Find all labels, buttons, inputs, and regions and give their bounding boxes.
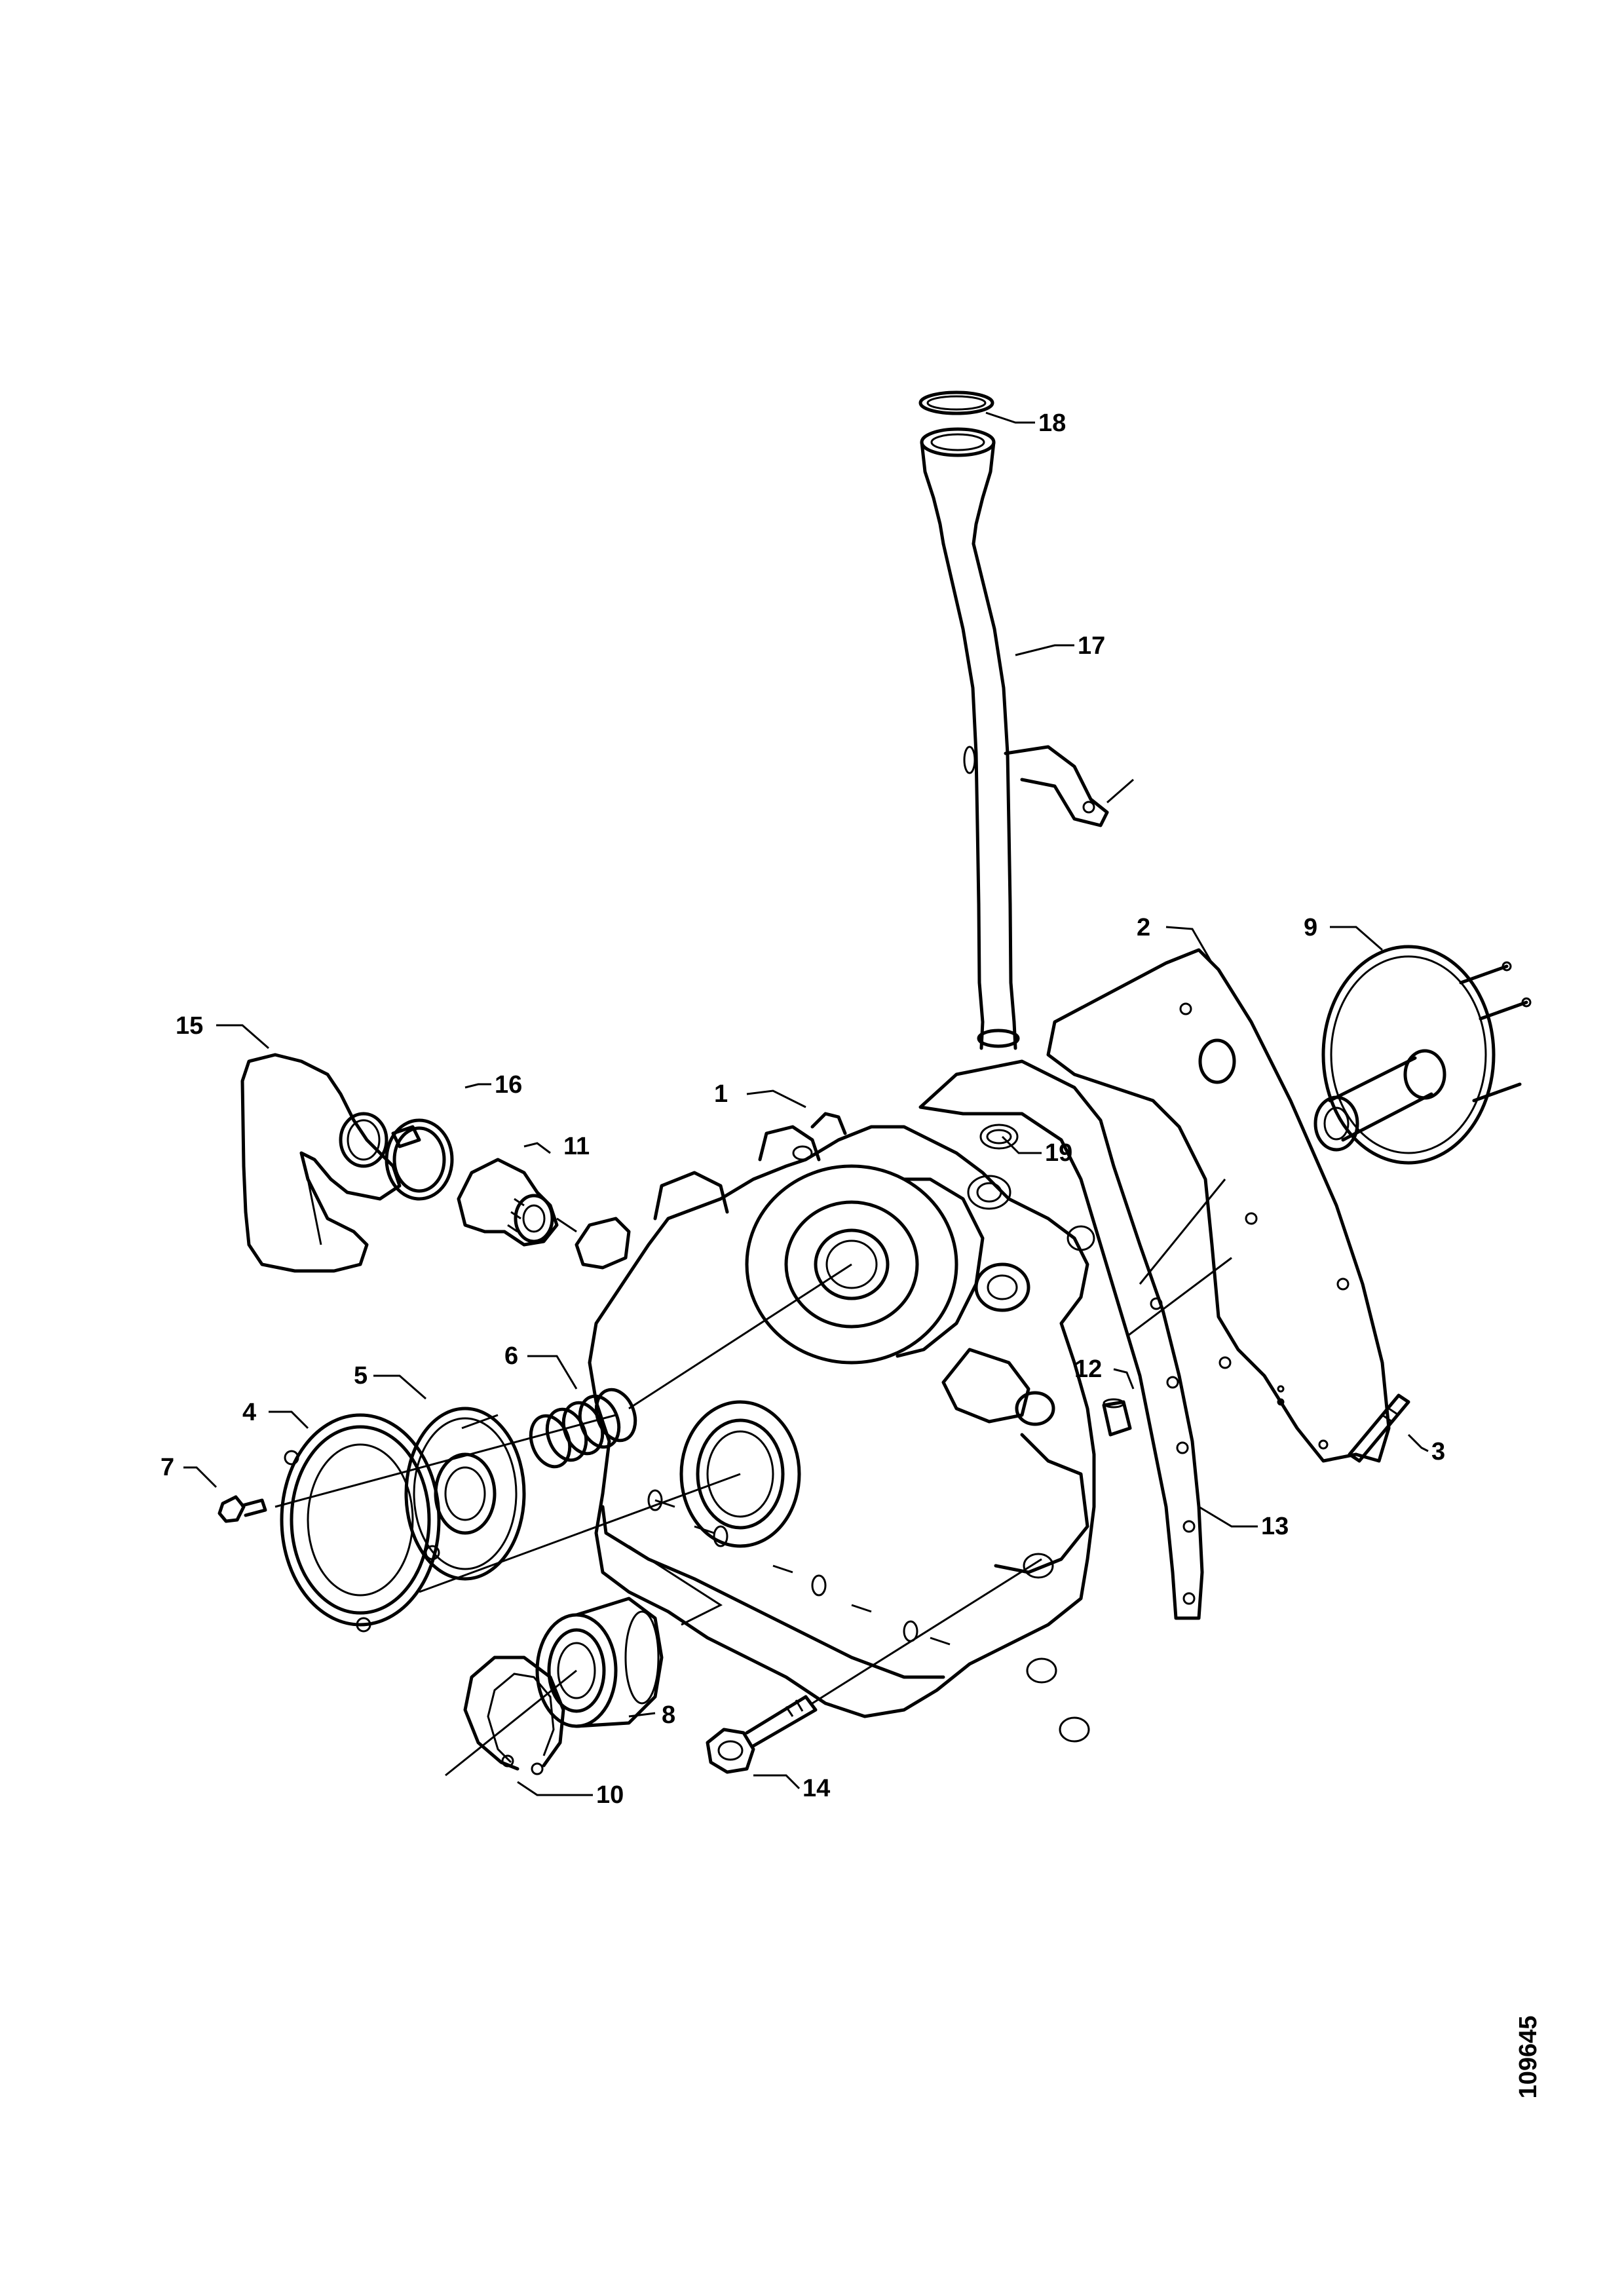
callout-1: 1 xyxy=(714,1080,728,1108)
part-spring xyxy=(529,1388,637,1469)
callout-13: 13 xyxy=(1261,1513,1289,1540)
callout-10: 10 xyxy=(596,1781,624,1809)
part-circlip xyxy=(463,1655,565,1775)
callout-15: 15 xyxy=(176,1012,203,1040)
part-gasket xyxy=(918,1059,1204,1620)
callout-5: 5 xyxy=(354,1362,368,1390)
callout-2: 2 xyxy=(1137,914,1150,941)
callout-14: 14 xyxy=(803,1775,830,1802)
callout-leaders xyxy=(183,411,1429,1796)
callout-7: 7 xyxy=(161,1454,174,1481)
callout-8: 8 xyxy=(662,1701,675,1729)
part-connector xyxy=(457,1158,559,1247)
callout-12: 12 xyxy=(1074,1355,1102,1383)
part-flange-bolt xyxy=(706,1695,818,1774)
part-dipstick-tube xyxy=(920,427,1134,1050)
callout-6: 6 xyxy=(504,1342,518,1370)
callout-17: 17 xyxy=(1078,632,1105,660)
callout-11: 11 xyxy=(563,1133,590,1160)
callout-18: 18 xyxy=(1038,409,1066,437)
part-stud xyxy=(1348,1393,1410,1463)
callout-19: 19 xyxy=(1045,1139,1072,1167)
document-number: 109645 xyxy=(1515,2016,1542,2099)
part-bearing xyxy=(535,1597,664,1728)
part-screw xyxy=(217,1495,267,1523)
callout-9: 9 xyxy=(1304,914,1317,941)
part-valve-disc xyxy=(404,1407,526,1581)
part-housing xyxy=(575,1112,1096,1743)
callout-4: 4 xyxy=(242,1399,256,1426)
part-hose xyxy=(240,1053,402,1273)
assembly-axis-lines xyxy=(274,1179,1232,1777)
part-pump-hub xyxy=(1313,945,1532,1165)
part-cover-cap xyxy=(280,1413,441,1633)
part-o-ring-top xyxy=(918,390,994,415)
callout-16: 16 xyxy=(495,1071,522,1099)
callout-labels: 1 2 3 4 5 6 7 8 9 10 11 12 13 14 15 16 1… xyxy=(161,409,1445,1809)
part-cover-plate xyxy=(1046,948,1391,1463)
part-dowel-pin xyxy=(1102,1398,1132,1437)
part-hose-clamp xyxy=(385,1118,454,1201)
callout-3: 3 xyxy=(1431,1438,1445,1466)
